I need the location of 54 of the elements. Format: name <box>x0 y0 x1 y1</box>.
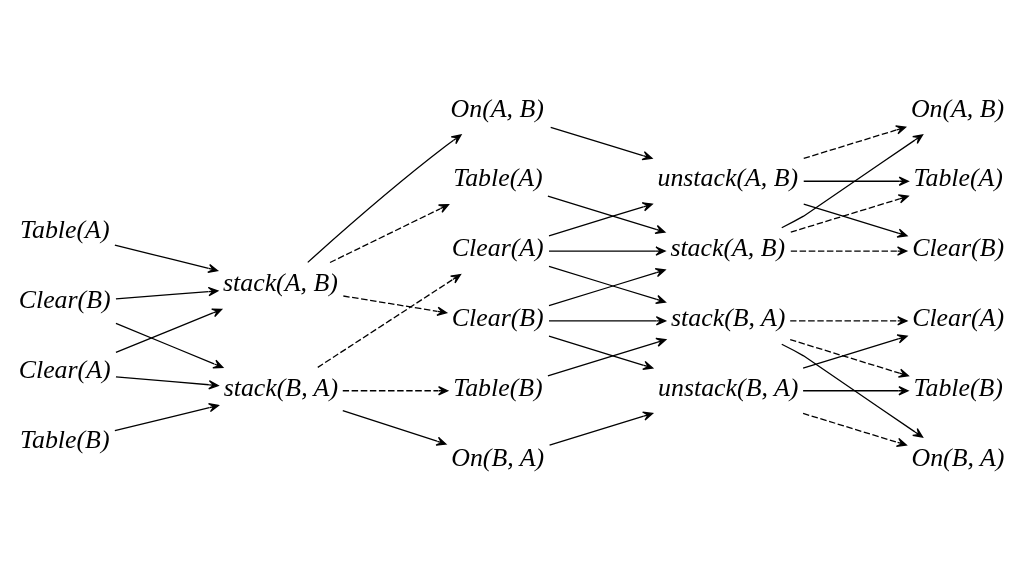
arrow <box>115 322 224 368</box>
node-text: Table(A) <box>20 214 110 244</box>
node-text: stack(A, B) <box>670 232 786 262</box>
node-text: On(B, A) <box>911 442 1005 472</box>
node-text: Clear(A) <box>451 232 544 262</box>
arrow <box>547 195 666 234</box>
node-text: On(B, A) <box>451 442 545 472</box>
arrow <box>802 333 908 369</box>
node-text: Clear(B) <box>451 302 544 332</box>
arrow <box>790 193 909 233</box>
arrow <box>342 385 449 395</box>
node-text: Clear(B) <box>18 284 111 314</box>
arrow <box>114 244 219 273</box>
arrow <box>790 245 908 256</box>
node-text: stack(B, A) <box>671 302 786 332</box>
node-text: unstack(B, A) <box>658 372 799 402</box>
node-text: Table(B) <box>913 372 1003 402</box>
node-text: Clear(A) <box>912 302 1005 332</box>
node-text: On(A, B) <box>910 93 1005 123</box>
arrow <box>115 307 223 353</box>
arrow <box>115 286 219 299</box>
arrow <box>789 315 908 326</box>
node-text: Clear(A) <box>18 354 111 384</box>
arrow <box>789 338 909 378</box>
arrow <box>803 203 908 238</box>
node-text: Table(B) <box>453 372 543 402</box>
arrow <box>115 375 219 389</box>
arrow <box>548 315 667 326</box>
arrow <box>548 245 666 256</box>
arrow <box>548 411 654 446</box>
arrow <box>781 343 924 438</box>
node-text: On(A, B) <box>450 93 544 123</box>
node-text: stack(B, A) <box>223 372 339 402</box>
arrow <box>803 124 907 159</box>
arrow <box>114 402 219 431</box>
arrow <box>802 412 907 447</box>
arrow <box>342 409 447 446</box>
arrow <box>307 133 462 263</box>
arrow <box>329 203 450 263</box>
node-text: Table(A) <box>453 162 543 192</box>
node-text: Table(A) <box>913 162 1003 192</box>
arrow <box>547 337 667 376</box>
arrow <box>781 133 924 228</box>
arrow <box>548 201 653 236</box>
arrow <box>802 385 909 395</box>
node-text: stack(A, B) <box>223 267 338 297</box>
arrow <box>550 126 653 160</box>
node-text: unstack(A, B) <box>657 162 799 192</box>
node-text: Table(B) <box>20 424 110 454</box>
arrow <box>342 294 448 316</box>
arrow <box>548 335 654 370</box>
node-text: Clear(B) <box>912 232 1005 262</box>
arrow <box>317 273 462 368</box>
arrow <box>803 176 909 186</box>
